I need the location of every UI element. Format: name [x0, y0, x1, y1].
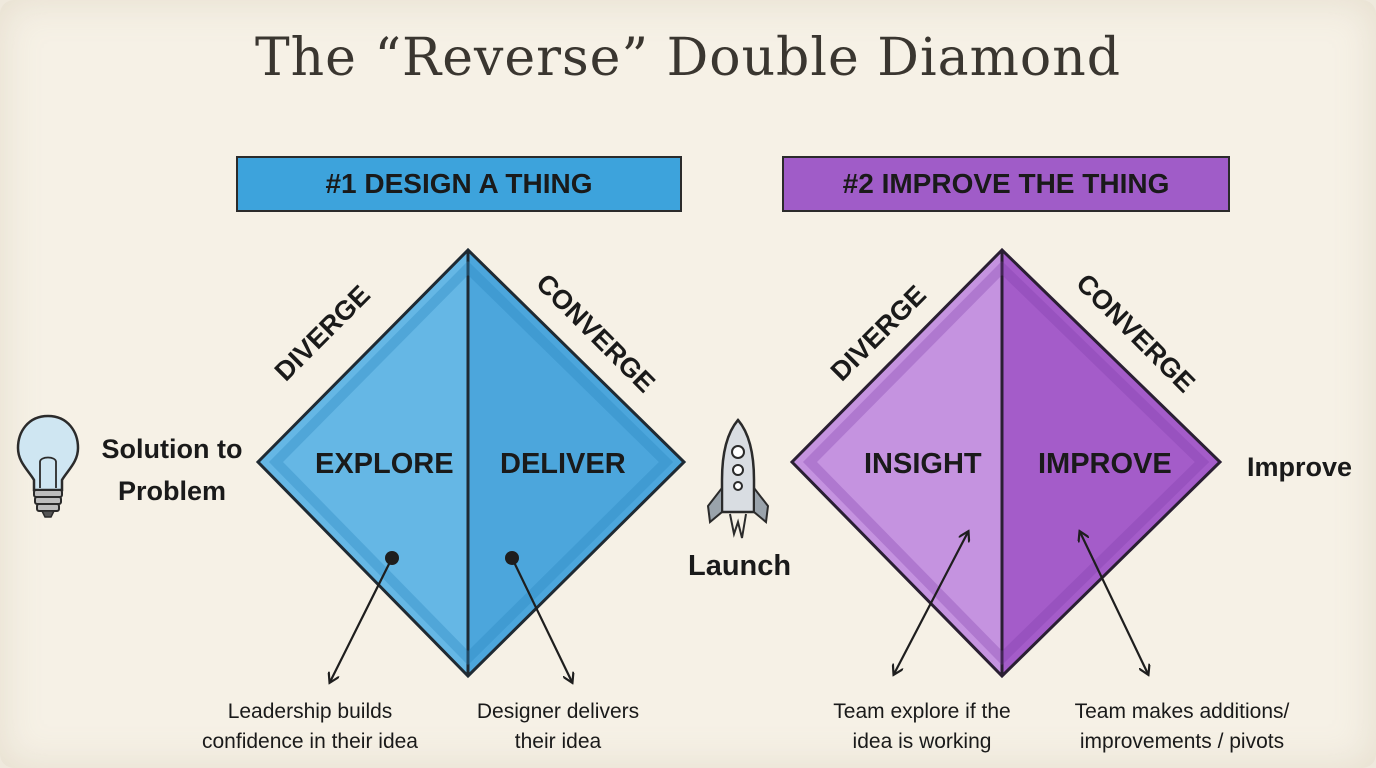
note-deliver-line1: Designer delivers — [476, 700, 640, 723]
note-improve: Team makes additions/ improvements / piv… — [1042, 697, 1322, 757]
diamond-design-right-half — [468, 250, 684, 676]
note-explore: Leadership builds confidence in their id… — [170, 697, 450, 757]
page-title: The “Reverse” Double Diamond — [255, 28, 1121, 88]
note-insight: Team explore if the idea is working — [782, 697, 1062, 757]
explore-arrow — [330, 557, 393, 682]
note-insight-line2: idea is working — [852, 730, 992, 753]
deliver-arrow — [511, 557, 572, 682]
solution-to-problem-label: Solution to Problem — [92, 428, 252, 512]
lightbulb-icon — [16, 414, 80, 518]
insight-arrow — [894, 532, 968, 674]
rocket-icon — [706, 418, 770, 539]
solution-to-problem-line1: Solution to — [101, 434, 243, 464]
note-explore-line2: confidence in their idea — [202, 730, 418, 753]
improve-end-label: Improve — [1247, 452, 1353, 482]
improve-label: IMPROVE — [1038, 448, 1172, 480]
insight-label: INSIGHT — [864, 448, 982, 480]
solution-to-problem-line2: Problem — [117, 476, 227, 506]
note-improve-line2: improvements / pivots — [1079, 730, 1285, 753]
banner-design-a-thing: #1 DESIGN A THING — [236, 156, 682, 212]
note-explore-line1: Leadership builds — [227, 700, 393, 723]
diamond-improve-right-half — [1002, 250, 1220, 676]
note-improve-line1: Team makes additions/ — [1074, 700, 1290, 723]
improve-arrow — [1080, 532, 1148, 674]
deliver-label: DELIVER — [500, 448, 626, 480]
diamond-design-left-half — [258, 250, 468, 676]
note-deliver: Designer delivers their idea — [418, 697, 698, 757]
note-deliver-line2: their idea — [514, 730, 602, 753]
diamond-design — [255, 247, 687, 679]
banner-improve-the-thing: #2 IMPROVE THE THING — [782, 156, 1230, 212]
note-insight-line1: Team explore if the — [833, 700, 1011, 723]
explore-label: EXPLORE — [315, 448, 454, 480]
launch-label: Launch — [688, 550, 792, 582]
